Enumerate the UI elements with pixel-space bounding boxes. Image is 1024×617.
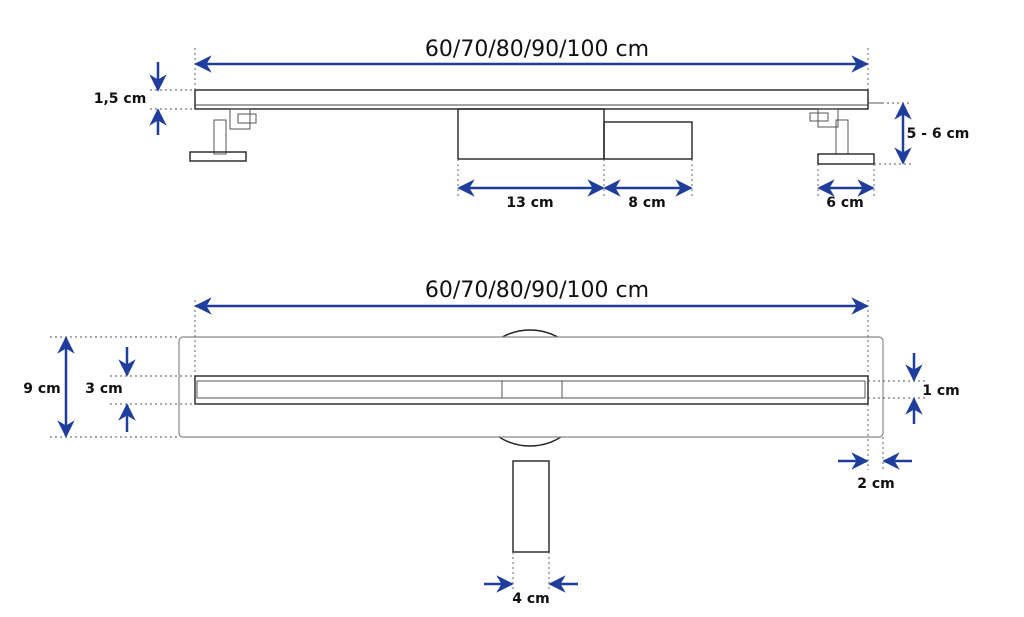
grate-width-label: 1 cm (922, 383, 960, 399)
foot-width-label: 6 cm (826, 195, 864, 211)
channel-bar (194, 89, 869, 110)
plan-view: 60/70/80/90/100 cm 9 cm 3 cm 1 cm 2 cm 4… (23, 278, 960, 607)
left-foot (189, 108, 257, 162)
outlet-box (603, 121, 693, 160)
height-label: 5 - 6 cm (907, 126, 970, 142)
edge-width-label: 2 cm (857, 476, 895, 492)
plan-length-label: 60/70/80/90/100 cm (425, 278, 649, 303)
top-length-label: 60/70/80/90/100 cm (425, 37, 649, 62)
drain-body (457, 108, 605, 160)
outer-frame (178, 336, 884, 438)
inner-width-label: 3 cm (85, 381, 123, 397)
side-view: 60/70/80/90/100 cm 1,5 cm 5 - 6 cm 13 cm… (94, 37, 970, 211)
right-foot (809, 108, 875, 165)
outlet-width-label: 8 cm (628, 195, 666, 211)
pipe-width-label: 4 cm (512, 591, 550, 607)
grate (194, 375, 869, 405)
outlet-pipe (512, 460, 550, 553)
body-width-label: 13 cm (506, 195, 553, 211)
thickness-label: 1,5 cm (94, 91, 147, 107)
outer-width-label: 9 cm (23, 381, 61, 397)
